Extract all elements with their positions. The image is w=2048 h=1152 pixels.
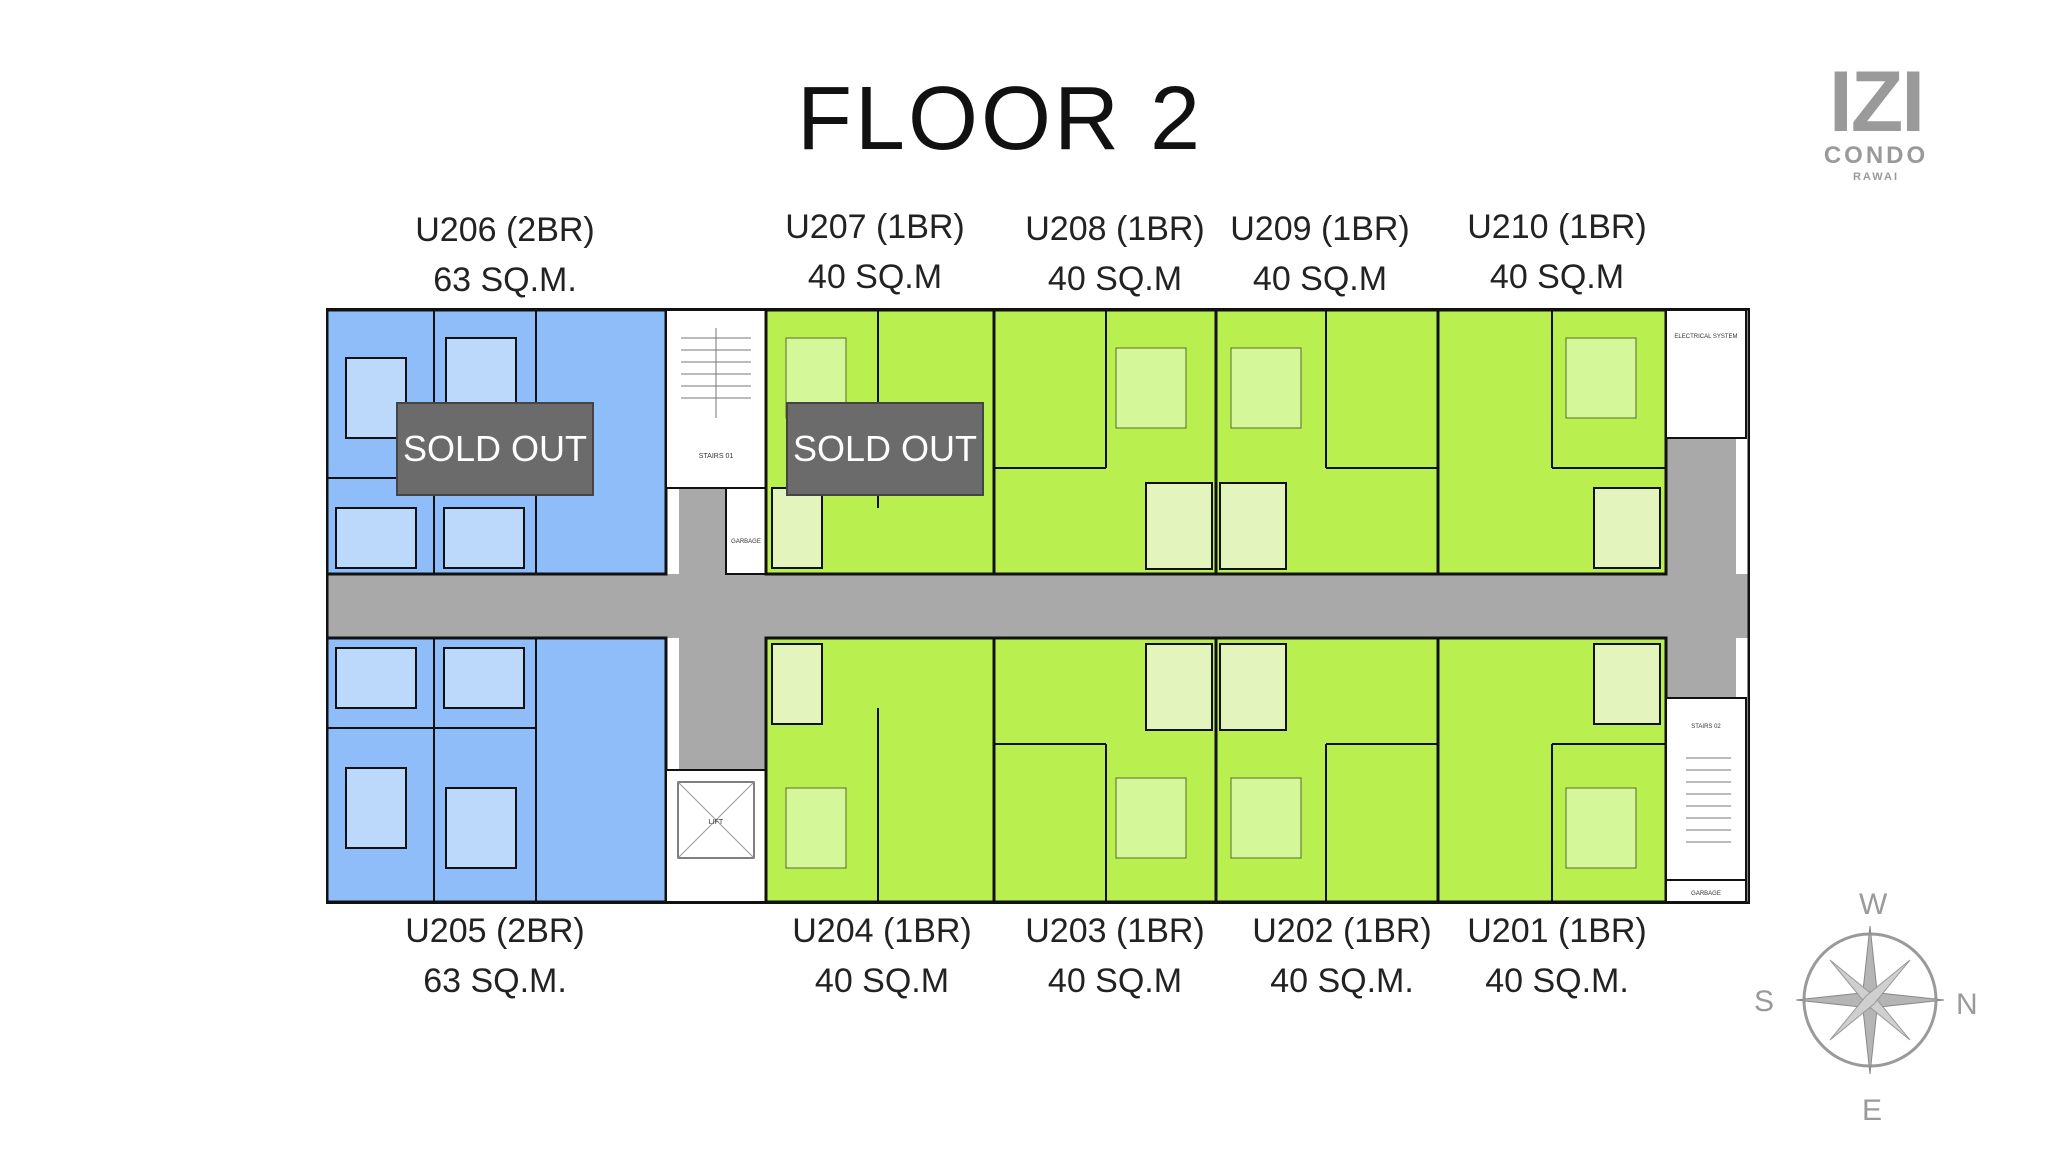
unit-label-u206: U206 (2BR)63 SQ.M. bbox=[415, 211, 595, 299]
logo-name: IZI bbox=[1828, 54, 1925, 150]
unit-label-u201: U201 (1BR)40 SQ.M. bbox=[1467, 912, 1647, 1000]
bathrooms bbox=[771, 482, 1661, 731]
unit-walls-1br-bottom bbox=[877, 708, 1666, 902]
units-1br-bottom bbox=[764, 636, 1668, 904]
unit-label-u204: U204 (1BR)40 SQ.M bbox=[792, 912, 972, 1000]
plan-outline bbox=[326, 308, 1750, 904]
furniture bbox=[785, 337, 1637, 869]
unit-label-u202: U202 (1BR)40 SQ.M. bbox=[1252, 912, 1432, 1000]
compass-rose bbox=[1795, 925, 1945, 1075]
sold-out-badge-u207: SOLD OUT bbox=[786, 402, 984, 496]
garbage-2-label: GARBAGE bbox=[1691, 891, 1721, 897]
electrical-room bbox=[1665, 309, 1747, 439]
corridor bbox=[326, 574, 1750, 638]
stairs-01-label: STAIRS 01 bbox=[699, 453, 734, 460]
electrical-label: ELECTRICAL SYSTEM bbox=[1674, 334, 1737, 340]
sold-out-badge-u206: SOLD OUT bbox=[396, 402, 594, 496]
compass-bottom-label: E bbox=[1862, 1094, 1883, 1127]
unit-label-u207: U207 (1BR)40 SQ.M bbox=[785, 208, 965, 296]
unit-label-u203: U203 (1BR)40 SQ.M bbox=[1025, 912, 1205, 1000]
garbage-room-1 bbox=[725, 487, 767, 575]
unit-u205-walls bbox=[326, 638, 537, 902]
lift-label: LIFT bbox=[709, 819, 724, 826]
compass-left-label: S bbox=[1754, 985, 1775, 1018]
compass-right-label: N bbox=[1956, 988, 1978, 1021]
compass-needle-diagonal-2 bbox=[1829, 959, 1911, 1041]
unit-label-u205: U205 (2BR)63 SQ.M. bbox=[405, 912, 585, 1000]
logo-place: RAWAI bbox=[1852, 171, 1900, 183]
stairs-02 bbox=[1665, 697, 1747, 881]
stairs-02-steps bbox=[1686, 757, 1731, 843]
garbage-1-label: GARBAGE bbox=[731, 539, 761, 545]
floor-plan: STAIRS 01 GARBAGE LIFT bbox=[326, 308, 1750, 904]
unit-label-u209: U209 (1BR)40 SQ.M bbox=[1230, 210, 1410, 298]
brand-logo: IZI CONDO RAWAI bbox=[1818, 54, 1934, 184]
unit-label-u210: U210 (1BR)40 SQ.M bbox=[1467, 208, 1647, 296]
stairs-02-label: STAIRS 02 bbox=[1691, 724, 1721, 730]
compass-top-label: W bbox=[1859, 888, 1888, 921]
logo-sub: CONDO bbox=[1823, 142, 1929, 169]
page-title: FLOOR 2 bbox=[796, 69, 1204, 169]
unit-label-u208: U208 (1BR)40 SQ.M bbox=[1025, 210, 1205, 298]
stairs-01-steps bbox=[681, 328, 751, 418]
